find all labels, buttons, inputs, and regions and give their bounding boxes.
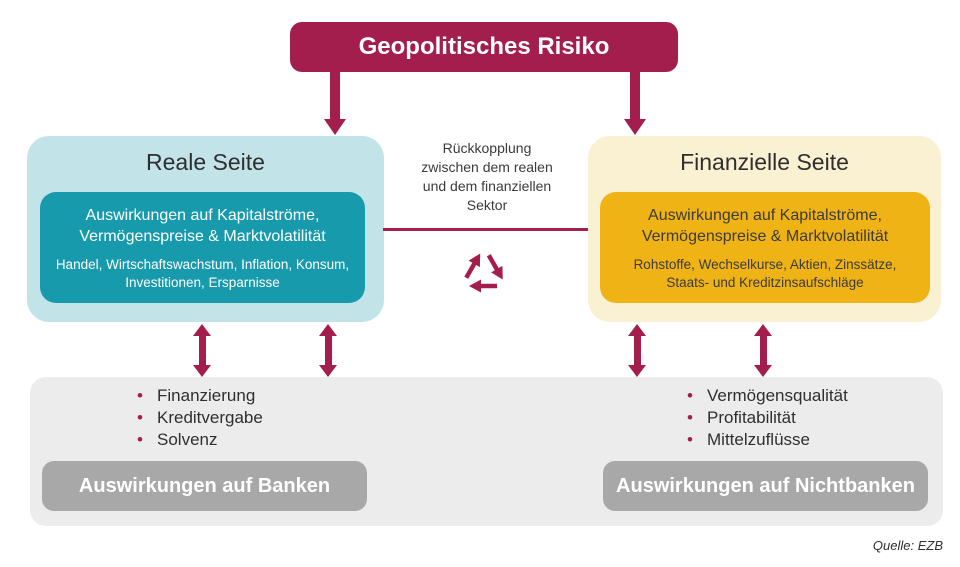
financial-impact-items: Rohstoffe, Wechselkurse, Aktien, Zinssät… <box>633 257 897 290</box>
double-arrow-icon <box>628 324 646 377</box>
real-side-title: Reale Seite <box>146 149 265 175</box>
source-note: Quelle: EZB <box>872 538 943 553</box>
real-impact-items: Handel, Wirtschaftswachstum, Inflation, … <box>55 257 350 290</box>
recycle-icon <box>453 241 515 303</box>
double-arrow-icon <box>754 324 772 377</box>
arrow-down-left-icon <box>330 70 340 120</box>
financial-impact-heading: Auswirkungen auf Kapitalströme, Vermögen… <box>641 207 889 245</box>
nonbanks-bullet-list: Vermögensqualität Profitabilität Mittelz… <box>685 385 848 451</box>
list-item: Vermögensqualität <box>685 385 848 407</box>
double-arrow-icon <box>319 324 337 377</box>
arrow-down-left-head-icon <box>324 119 346 135</box>
effects-panel: Finanzierung Kreditvergabe Solvenz Auswi… <box>30 377 943 526</box>
financial-side-title: Finanzielle Seite <box>680 149 849 175</box>
banks-effects-label: Auswirkungen auf Banken <box>42 461 367 511</box>
arrow-down-right-icon <box>630 70 640 120</box>
list-item: Solvenz <box>135 429 263 451</box>
arrow-down-right-head-icon <box>624 119 646 135</box>
banks-bullet-list: Finanzierung Kreditvergabe Solvenz <box>135 385 263 451</box>
feedback-label: Rückkopplung zwischen dem realen und dem… <box>421 140 553 213</box>
connector-line <box>383 228 588 231</box>
real-impact-heading: Auswirkungen auf Kapitalströme, Vermögen… <box>79 207 326 245</box>
financial-side-box: Finanzielle Seite Auswirkungen auf Kapit… <box>588 136 941 322</box>
list-item: Mittelzuflüsse <box>685 429 848 451</box>
real-side-box: Reale Seite Auswirkungen auf Kapitalströ… <box>27 136 384 322</box>
list-item: Finanzierung <box>135 385 263 407</box>
financial-side-impact-box: Auswirkungen auf Kapitalströme, Vermögen… <box>600 192 930 303</box>
real-side-impact-box: Auswirkungen auf Kapitalströme, Vermögen… <box>40 192 365 303</box>
page-title: Geopolitisches Risiko <box>290 22 678 72</box>
nonbanks-effects-label: Auswirkungen auf Nichtbanken <box>603 461 928 511</box>
list-item: Kreditvergabe <box>135 407 263 429</box>
double-arrow-icon <box>193 324 211 377</box>
list-item: Profitabilität <box>685 407 848 429</box>
